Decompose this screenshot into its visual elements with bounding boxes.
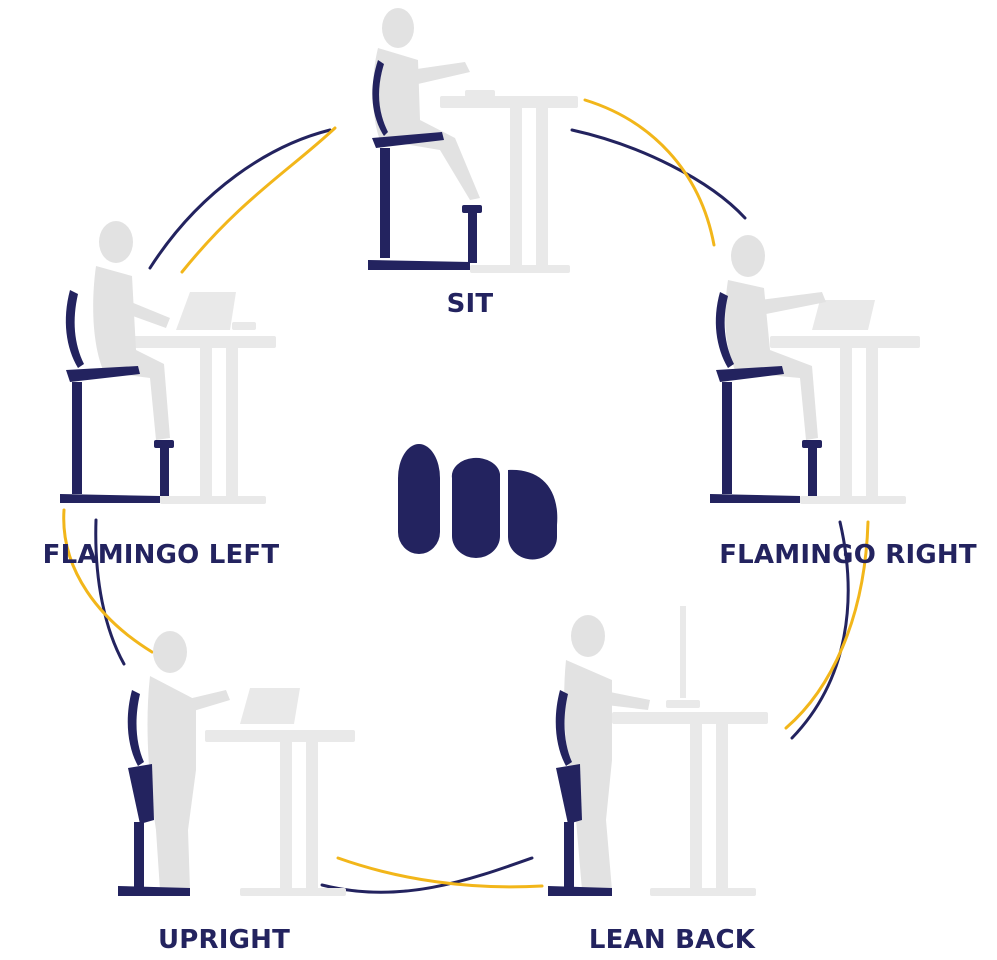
chair-sit xyxy=(368,60,482,270)
connector-arcs xyxy=(62,98,870,894)
desk-sit xyxy=(440,90,578,273)
desk-lean-back xyxy=(612,606,768,896)
chair-flamingo-left xyxy=(60,290,174,503)
station-sit: SIT xyxy=(368,8,578,319)
station-lean-back: LEAN BACK xyxy=(548,606,768,955)
station-upright: UPRIGHT xyxy=(118,631,355,955)
logo-mark-icon xyxy=(398,444,558,560)
person-flamingo-left xyxy=(93,221,170,440)
station-flamingo-right: FLAMINGO RIGHT xyxy=(710,235,977,570)
arc-yellow-top-right xyxy=(583,98,716,247)
person-flamingo-right xyxy=(725,235,826,440)
chair-flamingo-right xyxy=(710,292,822,503)
arc-navy-top-right xyxy=(570,128,747,220)
arc-yellow-bottom xyxy=(336,856,544,889)
arc-yellow-top-left xyxy=(180,126,337,274)
label-flamingo-right: FLAMINGO RIGHT xyxy=(719,540,977,570)
arc-yellow-left xyxy=(62,508,154,654)
chair-lean-back xyxy=(548,690,612,896)
person-sit xyxy=(372,8,480,200)
arc-navy-bottom xyxy=(320,856,534,894)
arc-navy-top-left xyxy=(148,128,332,270)
station-flamingo-left: FLAMINGO LEFT xyxy=(43,221,280,570)
desk-upright xyxy=(205,688,355,896)
arc-yellow-right xyxy=(784,520,870,730)
label-lean-back: LEAN BACK xyxy=(589,925,756,955)
chair-upright xyxy=(118,690,190,896)
arc-navy-left xyxy=(94,518,126,666)
person-upright xyxy=(147,631,230,890)
person-lean-back xyxy=(564,615,650,890)
label-flamingo-left: FLAMINGO LEFT xyxy=(43,540,280,570)
desk-flamingo-left xyxy=(126,292,276,504)
arc-navy-right xyxy=(790,520,850,740)
label-upright: UPRIGHT xyxy=(158,925,290,955)
desk-flamingo-right xyxy=(770,300,920,504)
label-sit: SIT xyxy=(447,289,494,319)
